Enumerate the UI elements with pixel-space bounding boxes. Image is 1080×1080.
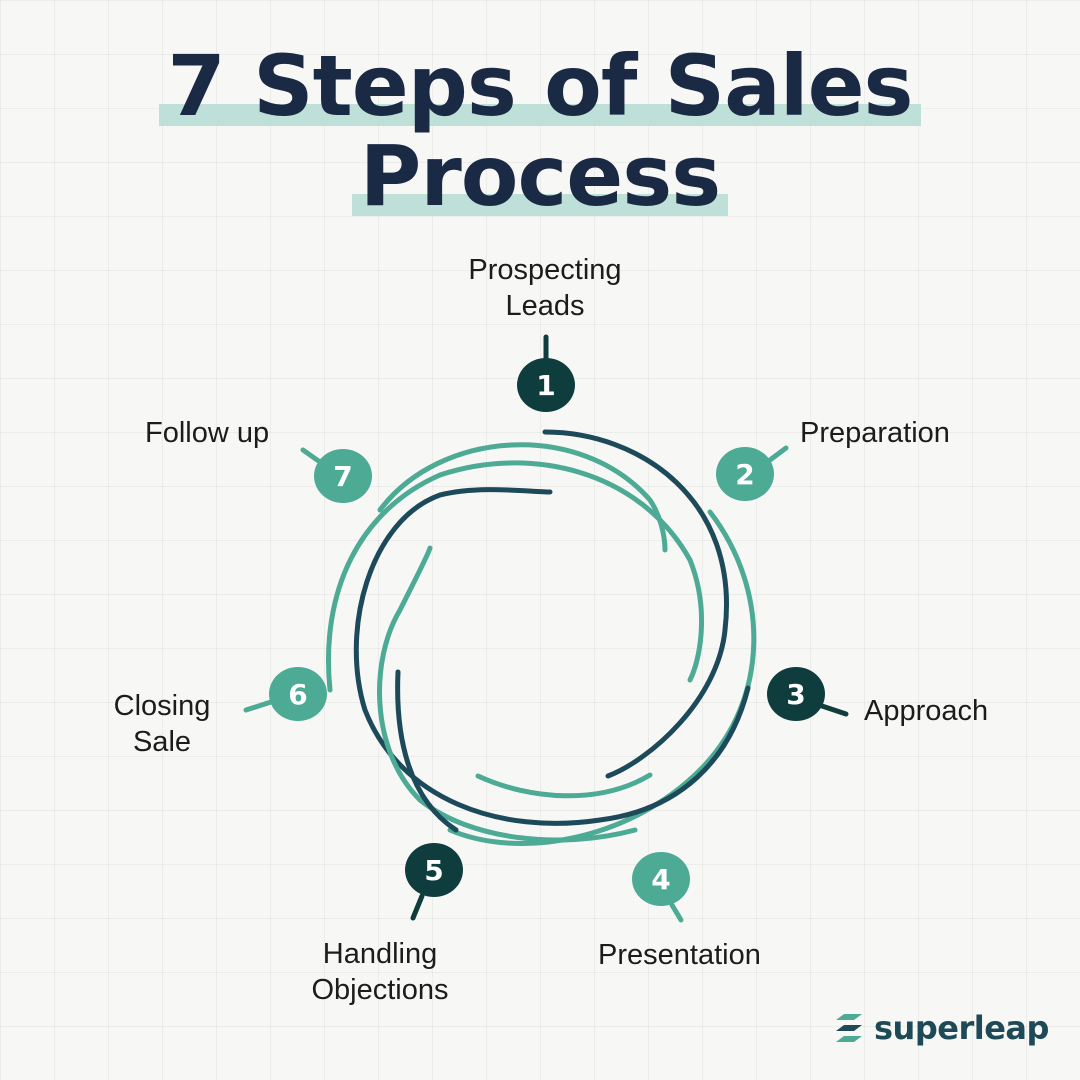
step-2-number: 2 xyxy=(735,458,754,491)
spiral-path-green-6 xyxy=(326,460,705,693)
superleap-logo: superleap xyxy=(832,1006,1049,1050)
step-4-number: 4 xyxy=(651,863,670,896)
spiral-path-dark-5 xyxy=(395,669,459,833)
step-3-badge xyxy=(767,667,825,721)
brand-name: superleap xyxy=(874,1009,1049,1047)
step-7-number: 7 xyxy=(333,460,352,493)
step-3-label: Approach xyxy=(864,693,988,729)
title-text-2: Process xyxy=(351,134,729,218)
spiral-path-dark-3 xyxy=(353,487,751,826)
step-5-label-line-1: Handling xyxy=(322,938,438,970)
step-6-label-line-1: Closing xyxy=(113,690,211,722)
page-title-line-1: 7 Steps of Sales xyxy=(0,44,1080,128)
step-5-connector xyxy=(410,893,425,921)
spiral-path-green-7 xyxy=(377,442,668,553)
step-6-number: 6 xyxy=(288,678,307,711)
step-4-badge xyxy=(632,852,690,906)
step-4-connector xyxy=(669,902,684,923)
step-5-badge xyxy=(405,843,463,897)
step-2-label: Preparation xyxy=(800,415,950,451)
step-7-label: Follow up xyxy=(145,415,269,451)
step-7-connector xyxy=(300,447,323,465)
step-2-badge xyxy=(716,447,774,501)
step-3-label-line-1: Approach xyxy=(864,695,989,727)
step-6-badge xyxy=(269,667,327,721)
spiral-path-dark-1-to-3 xyxy=(542,429,729,779)
step-7-badge xyxy=(314,449,372,503)
step-3-number: 3 xyxy=(786,678,805,711)
step-5-label-line-2: Objections xyxy=(311,974,449,1006)
step-2-label-line-1: Preparation xyxy=(800,417,950,449)
step-1-label-line-2: Leads xyxy=(505,290,585,322)
spiral-path-green-2 xyxy=(447,509,757,846)
step-6-label-line-2: Sale xyxy=(132,726,192,758)
step-2-connector xyxy=(767,445,789,463)
superleap-logo-icon xyxy=(836,1014,862,1042)
step-4-label: Presentation xyxy=(598,937,761,973)
spiral-path-green-inner xyxy=(475,772,653,799)
title-text-1: 7 Steps of Sales xyxy=(159,44,921,128)
step-3-connector xyxy=(819,703,849,717)
step-1-number: 1 xyxy=(536,369,555,402)
page-title-line-2: Process xyxy=(0,134,1080,218)
step-1-badge xyxy=(517,358,575,412)
step-6-connector xyxy=(243,699,274,713)
step-5-label: Handling Objections xyxy=(296,936,464,1008)
step-7-label-line-1: Follow up xyxy=(145,417,270,449)
step-1-label-line-1: Prospecting xyxy=(468,254,622,286)
step-5-number: 5 xyxy=(424,854,443,887)
step-4-label-line-1: Presentation xyxy=(598,939,761,971)
step-6-label: Closing Sale xyxy=(98,688,226,760)
spiral-path-green-4 xyxy=(377,545,638,843)
step-1-label: Prospecting Leads xyxy=(452,252,638,324)
